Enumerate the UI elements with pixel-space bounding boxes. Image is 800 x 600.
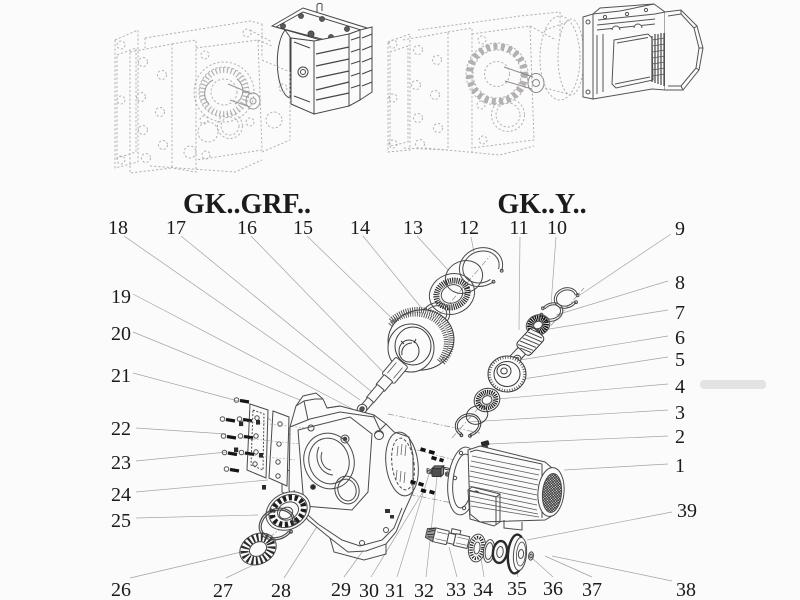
svg-text:39: 39 — [677, 500, 697, 522]
svg-text:16: 16 — [237, 217, 257, 239]
svg-text:9: 9 — [675, 218, 685, 240]
svg-text:21: 21 — [111, 365, 131, 387]
svg-text:14: 14 — [350, 217, 370, 239]
svg-text:35: 35 — [507, 578, 527, 600]
svg-text:8: 8 — [675, 272, 685, 294]
svg-text:20: 20 — [111, 323, 131, 345]
svg-text:19: 19 — [111, 286, 131, 308]
svg-text:12: 12 — [459, 217, 479, 239]
svg-text:22: 22 — [111, 418, 131, 440]
svg-text:31: 31 — [385, 580, 405, 600]
svg-text:23: 23 — [111, 452, 131, 474]
svg-text:28: 28 — [271, 580, 291, 600]
svg-text:18: 18 — [108, 217, 128, 239]
svg-text:2: 2 — [675, 426, 685, 448]
svg-text:30: 30 — [359, 580, 379, 600]
svg-text:34: 34 — [473, 579, 493, 600]
svg-text:25: 25 — [111, 510, 131, 532]
svg-text:33: 33 — [446, 579, 466, 600]
svg-text:6: 6 — [675, 327, 685, 349]
svg-text:32: 32 — [414, 580, 434, 600]
svg-text:GK..Y..: GK..Y.. — [497, 189, 586, 220]
svg-text:7: 7 — [675, 302, 685, 324]
svg-text:36: 36 — [543, 578, 563, 600]
svg-text:26: 26 — [111, 579, 131, 600]
svg-text:15: 15 — [293, 217, 313, 239]
svg-text:29: 29 — [331, 579, 351, 600]
svg-text:5: 5 — [675, 349, 685, 371]
svg-text:17: 17 — [166, 217, 186, 239]
svg-text:4: 4 — [675, 376, 685, 398]
svg-text:11: 11 — [509, 217, 528, 239]
svg-text:13: 13 — [403, 217, 423, 239]
svg-text:10: 10 — [547, 217, 567, 239]
svg-text:38: 38 — [676, 579, 696, 600]
svg-text:24: 24 — [111, 484, 131, 506]
svg-text:3: 3 — [675, 402, 685, 424]
svg-text:37: 37 — [582, 579, 602, 600]
svg-text:GK..GRF..: GK..GRF.. — [183, 189, 311, 220]
svg-text:1: 1 — [675, 455, 685, 477]
svg-text:27: 27 — [213, 580, 233, 600]
